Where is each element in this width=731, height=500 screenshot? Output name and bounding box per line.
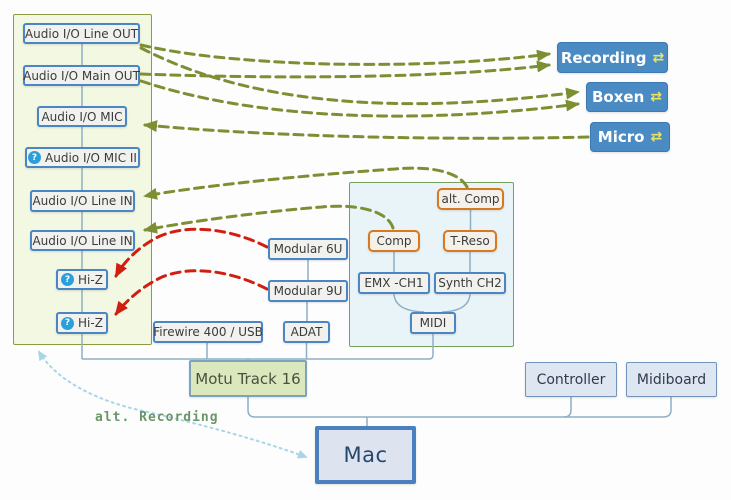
node-label: Hi-Z	[78, 316, 103, 330]
arrow-modular6-to-hiz1	[114, 227, 269, 278]
node-label: Mac	[343, 443, 388, 467]
node-audio-io-mic-ii[interactable]: ? Audio I/O MIC II	[25, 147, 140, 168]
node-label: Modular 6U	[273, 242, 343, 256]
node-midi[interactable]: MIDI	[410, 312, 456, 334]
node-t-reso[interactable]: T-Reso	[443, 230, 497, 252]
node-label: ADAT	[290, 325, 323, 339]
node-label: Motu Track 16	[195, 369, 301, 388]
arrow-alt-recording-path	[37, 350, 308, 459]
node-modular-6u[interactable]: Modular 6U	[268, 238, 348, 260]
node-label: Hi-Z	[78, 272, 103, 287]
arrow-mainout-to-recording	[139, 60, 551, 79]
node-audio-io-line-in-2[interactable]: Audio I/O Line IN	[30, 230, 135, 251]
node-hi-z-1[interactable]: ? Hi-Z	[56, 269, 108, 290]
node-label: Controller	[536, 371, 606, 388]
node-recording[interactable]: Recording ⇄	[557, 42, 668, 73]
node-hi-z-2[interactable]: ? Hi-Z	[56, 312, 108, 334]
node-label: Audio I/O Main OUT	[23, 68, 140, 83]
node-adat[interactable]: ADAT	[283, 321, 330, 343]
node-label: Comp	[376, 234, 412, 248]
node-label: Micro	[597, 128, 645, 146]
node-label: T-Reso	[450, 234, 490, 248]
node-boxen[interactable]: Boxen ⇄	[586, 82, 668, 112]
node-label: Audio I/O Line OUT	[24, 26, 139, 41]
node-label: MIDI	[419, 316, 447, 330]
node-label: Recording	[560, 48, 647, 67]
node-midiboard[interactable]: Midiboard	[626, 362, 717, 397]
node-firewire-usb[interactable]: Firewire 400 / USB	[153, 321, 263, 343]
node-label: Audio I/O Line IN	[32, 194, 133, 208]
node-motu-track-16[interactable]: Motu Track 16	[189, 360, 307, 397]
node-audio-io-mic[interactable]: Audio I/O MIC	[37, 106, 127, 127]
node-emx-ch1[interactable]: EMX -CH1	[358, 272, 430, 294]
help-icon: ?	[61, 273, 75, 286]
node-audio-io-line-out[interactable]: Audio I/O Line OUT	[23, 23, 140, 44]
node-label: Audio I/O MIC	[41, 109, 123, 124]
node-audio-io-main-out[interactable]: Audio I/O Main OUT	[23, 65, 140, 86]
node-alt-comp[interactable]: alt. Comp	[437, 188, 504, 210]
node-label: EMX -CH1	[364, 276, 424, 290]
node-label: Audio I/O MIC II	[45, 150, 137, 165]
node-label: Synth CH2	[438, 276, 502, 290]
node-audio-io-line-in-1[interactable]: Audio I/O Line IN	[30, 190, 135, 212]
node-micro[interactable]: Micro ⇄	[590, 122, 670, 152]
arrow-altcomp-to-linein1	[143, 166, 469, 200]
help-icon: ?	[28, 151, 42, 164]
node-controller[interactable]: Controller	[525, 362, 617, 397]
node-label: Modular 9U	[273, 284, 343, 298]
arrow-modular9-to-hiz2	[114, 269, 269, 316]
arrow-comp-to-linein2	[143, 204, 395, 234]
node-comp[interactable]: Comp	[368, 230, 420, 252]
arrow-micro-to-mic	[143, 120, 590, 140]
alt-recording-annotation[interactable]: alt. Recording	[95, 410, 219, 425]
arrow-mainout-to-boxen	[139, 79, 580, 118]
node-label: alt. Comp	[441, 192, 500, 206]
node-label: Boxen	[592, 88, 645, 106]
arrow-lineout-to-recording	[139, 43, 551, 66]
node-modular-9u[interactable]: Modular 9U	[268, 280, 348, 302]
help-icon: ?	[61, 316, 75, 330]
transfer-icon: ⇄	[652, 49, 665, 66]
node-label: Audio I/O Line IN	[32, 233, 133, 248]
node-mac[interactable]: Mac	[315, 426, 416, 484]
transfer-icon: ⇄	[650, 89, 662, 105]
transfer-icon: ⇄	[650, 129, 663, 145]
node-label: Firewire 400 / USB	[153, 325, 263, 339]
arrow-lineout-to-boxen	[139, 46, 580, 106]
node-synth-ch2[interactable]: Synth CH2	[434, 272, 506, 294]
node-label: Midiboard	[636, 371, 707, 388]
